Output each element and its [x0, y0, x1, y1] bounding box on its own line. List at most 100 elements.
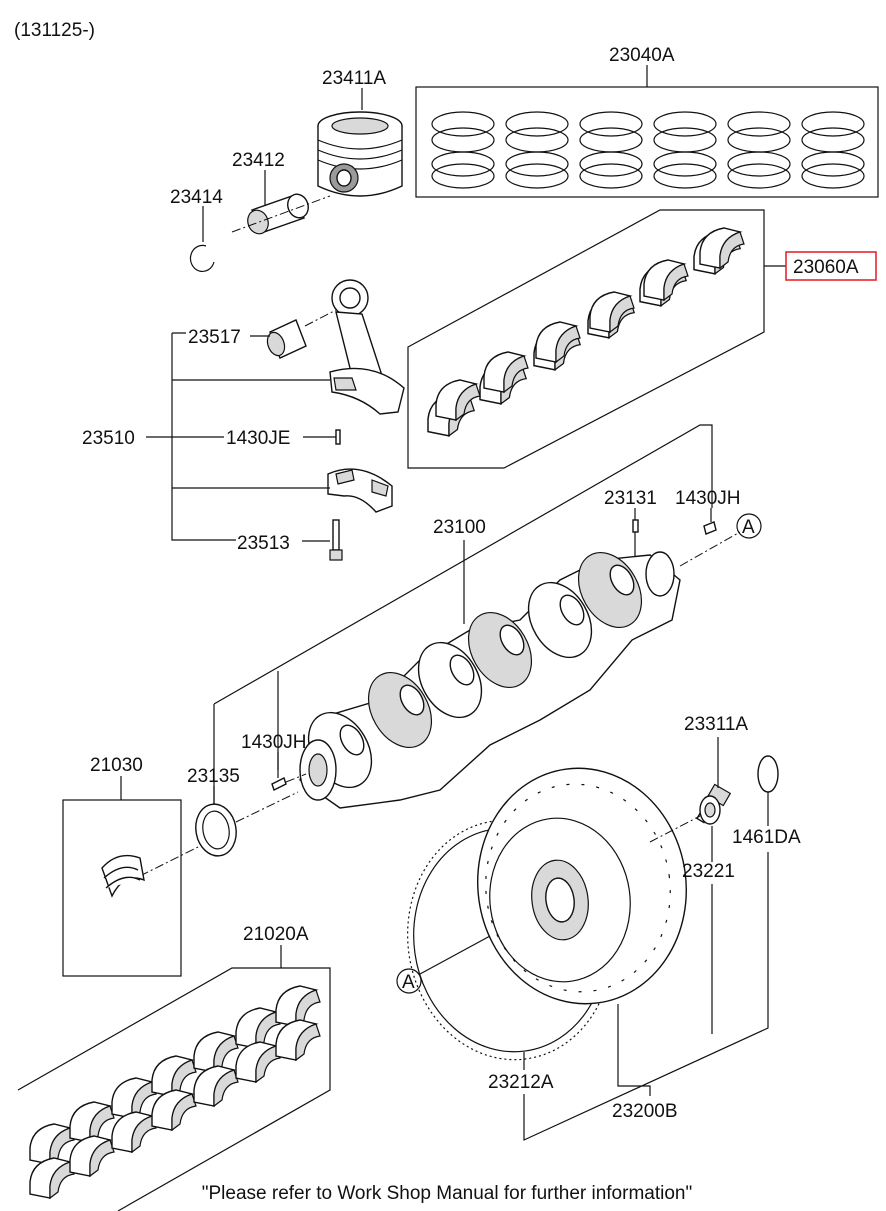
- piston-ring: [431, 151, 495, 177]
- callout-23200B[interactable]: 23200B: [612, 1101, 678, 1122]
- bearing-shell-inner: [255, 1045, 281, 1084]
- callout-21020A[interactable]: 21020A: [243, 924, 309, 945]
- piston-pin[interactable]: [244, 191, 311, 236]
- piston[interactable]: [317, 111, 403, 197]
- piston-ring-set[interactable]: [415, 65, 879, 198]
- rod-bolt[interactable]: [329, 519, 343, 561]
- rod-assembly-bracket: [171, 332, 330, 541]
- piston-ring: [431, 163, 495, 189]
- callout-23131[interactable]: 23131: [604, 488, 657, 509]
- bearing-shell-inner: [503, 355, 529, 394]
- callout-23311A[interactable]: 23311A: [684, 714, 748, 735]
- callout-1461DA[interactable]: 1461DA: [732, 827, 801, 848]
- callout-23100[interactable]: 23100: [433, 517, 486, 538]
- rod-cap[interactable]: [327, 468, 393, 513]
- bearing-shell-inner: [213, 1069, 239, 1108]
- callout-1430JH-left[interactable]: 1430JH: [241, 732, 307, 753]
- reference-a-left: [396, 968, 422, 994]
- piston-ring: [727, 151, 791, 177]
- snap-ring[interactable]: [189, 244, 215, 272]
- piston-ring: [579, 127, 643, 153]
- crank-journal: [559, 594, 585, 626]
- lower-bearing-shell: [69, 1135, 115, 1178]
- connecting-rod[interactable]: [329, 279, 405, 415]
- callout-23513[interactable]: 23513: [237, 533, 290, 554]
- lower-bearing-shell: [69, 1101, 115, 1144]
- callout-23411A[interactable]: 23411A: [322, 68, 386, 89]
- callout-23414[interactable]: 23414: [170, 187, 223, 208]
- callout-23060A[interactable]: 23060A: [793, 257, 859, 278]
- bearing-shell-inner: [49, 1161, 75, 1200]
- ref-a-top-label: A: [742, 517, 755, 538]
- lower-bearing-shell: [193, 1065, 239, 1108]
- lower-bearing-box: [17, 967, 331, 1211]
- callout-23040A[interactable]: 23040A: [609, 45, 675, 66]
- bearing-shell-inner: [171, 1059, 197, 1098]
- callout-23510[interactable]: 23510: [82, 428, 135, 449]
- front-oil-seal[interactable]: [192, 801, 240, 859]
- bearing-shell-inner: [455, 383, 481, 422]
- lower-bearing-shell: [111, 1111, 157, 1154]
- main-bearing-shell: [643, 259, 689, 302]
- main-bearing-shell: [589, 291, 635, 334]
- bearing-shell-inner: [131, 1115, 157, 1154]
- piston-ring: [505, 111, 569, 137]
- bearing-shell-inner: [719, 231, 745, 270]
- piston-ring: [431, 127, 495, 153]
- revision-label: (131125-): [14, 20, 95, 41]
- flywheel[interactable]: [463, 755, 702, 1018]
- callout-23212A[interactable]: 23212A: [488, 1072, 554, 1093]
- crank-journal: [339, 724, 365, 756]
- crankshaft-key[interactable]: [632, 519, 639, 533]
- bearing-shell-inner: [89, 1105, 115, 1144]
- main-bearing-shell: [535, 321, 581, 364]
- piston-ring: [727, 111, 791, 137]
- crankshaft[interactable]: [296, 541, 681, 809]
- lower-bearing-shell: [29, 1123, 75, 1166]
- callout-23517[interactable]: 23517: [188, 327, 241, 348]
- piston-ring: [431, 111, 495, 137]
- thrust-bearing-box[interactable]: [62, 799, 182, 977]
- ring-set-box: [415, 86, 879, 198]
- piston-ring: [505, 127, 569, 153]
- callout-21030[interactable]: 21030: [90, 755, 143, 776]
- callout-1430JE[interactable]: 1430JE: [226, 428, 290, 449]
- piston-ring: [727, 127, 791, 153]
- main-bearing-set[interactable]: [407, 209, 765, 469]
- lower-bearing-shell: [29, 1157, 75, 1200]
- crank-dowel-pin-front[interactable]: [271, 777, 287, 791]
- crank-journal: [399, 684, 425, 716]
- main-bearing-shell: [699, 227, 745, 270]
- piston-ring: [505, 151, 569, 177]
- crank-dowel-pin-rear[interactable]: [703, 521, 717, 535]
- crank-journal: [609, 564, 635, 596]
- callout-23221[interactable]: 23221: [682, 861, 735, 882]
- bearing-shell-inner: [255, 1011, 281, 1050]
- main-bearing-shell: [435, 379, 481, 422]
- lower-bearing-shell: [111, 1077, 157, 1120]
- piston-ring: [801, 111, 865, 137]
- callout-23412[interactable]: 23412: [232, 150, 285, 171]
- piston-ring: [801, 163, 865, 189]
- piston-ring: [801, 127, 865, 153]
- bearing-shell-inner: [171, 1093, 197, 1132]
- lower-bearing-shell: [275, 1019, 321, 1062]
- rod-bearing[interactable]: [264, 319, 307, 359]
- lower-bearing-shell: [275, 985, 321, 1028]
- main-bearing-set-lower[interactable]: [17, 967, 331, 1211]
- bearing-shell-inner: [609, 295, 635, 334]
- pilot-bearing[interactable]: [699, 795, 721, 825]
- lower-bearing-shell: [151, 1055, 197, 1098]
- rod-dowel-pin[interactable]: [335, 429, 341, 445]
- rear-seal-ring[interactable]: [757, 755, 779, 793]
- bearing-shell-inner: [89, 1139, 115, 1178]
- crank-journal: [449, 654, 475, 686]
- piston-ring: [653, 127, 717, 153]
- callout-1430JH-top[interactable]: 1430JH: [675, 488, 741, 509]
- piston-ring: [505, 163, 569, 189]
- bearing-shell-inner: [295, 989, 321, 1028]
- callout-23135[interactable]: 23135: [187, 766, 240, 787]
- piston-ring: [801, 151, 865, 177]
